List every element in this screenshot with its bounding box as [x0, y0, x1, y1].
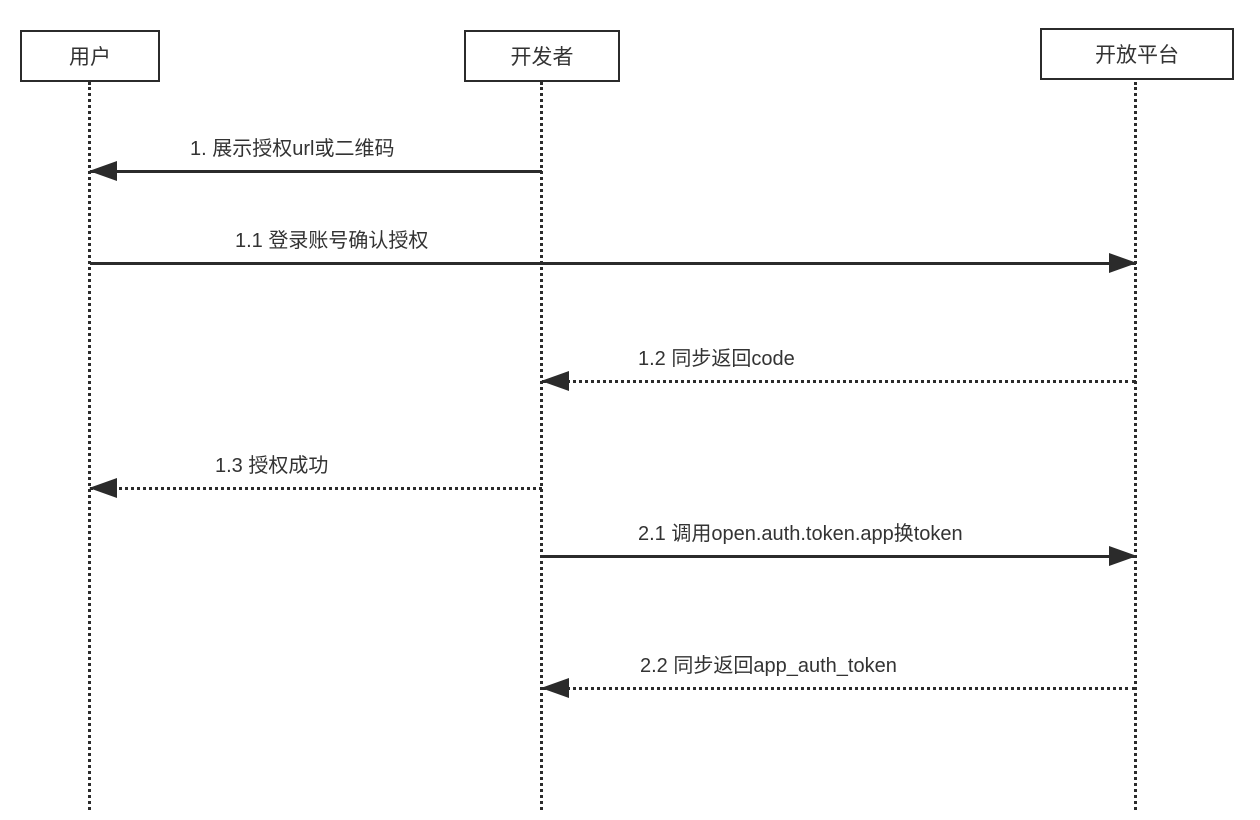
message-3-return-code: 1.2 同步返回code — [541, 340, 1136, 392]
message-4-auth-success: 1.3 授权成功 — [89, 447, 542, 499]
message-2-login-confirm-auth: 1.1 登录账号确认授权 — [90, 222, 1137, 274]
actor-box-developer: 开发者 — [464, 30, 620, 82]
actor-label-developer: 开发者 — [510, 46, 574, 69]
message-2-label: 1.1 登录账号确认授权 — [235, 230, 429, 252]
message-6-label: 2.2 同步返回app_auth_token — [640, 655, 897, 677]
arrowhead-left-icon — [541, 678, 569, 698]
message-1-label: 1. 展示授权url或二维码 — [190, 138, 395, 160]
message-5-line — [542, 555, 1136, 558]
arrowhead-left-icon — [89, 161, 117, 181]
message-3-line — [542, 380, 1136, 383]
message-5-label: 2.1 调用open.auth.token.app换token — [638, 523, 963, 545]
message-4-label: 1.3 授权成功 — [215, 455, 329, 477]
arrowhead-right-icon — [1109, 253, 1137, 273]
lifeline-open-platform — [1134, 82, 1137, 810]
arrowhead-right-icon — [1109, 546, 1137, 566]
actor-label-user: 用户 — [69, 46, 111, 69]
arrowhead-left-icon — [89, 478, 117, 498]
arrowhead-left-icon — [541, 371, 569, 391]
message-4-line — [90, 487, 542, 490]
message-1-show-auth-url: 1. 展示授权url或二维码 — [89, 130, 542, 182]
message-5-call-token-api: 2.1 调用open.auth.token.app换token — [542, 515, 1137, 567]
lifeline-developer — [540, 82, 543, 810]
message-6-return-app-auth-token: 2.2 同步返回app_auth_token — [541, 647, 1136, 699]
message-3-label: 1.2 同步返回code — [638, 348, 795, 370]
actor-box-user: 用户 — [20, 30, 160, 82]
actor-label-open-platform: 开放平台 — [1095, 44, 1179, 67]
message-2-line — [90, 262, 1136, 265]
lifeline-user — [88, 82, 91, 810]
message-1-line — [90, 170, 542, 173]
actor-box-open-platform: 开放平台 — [1040, 28, 1234, 80]
message-6-line — [542, 687, 1136, 690]
